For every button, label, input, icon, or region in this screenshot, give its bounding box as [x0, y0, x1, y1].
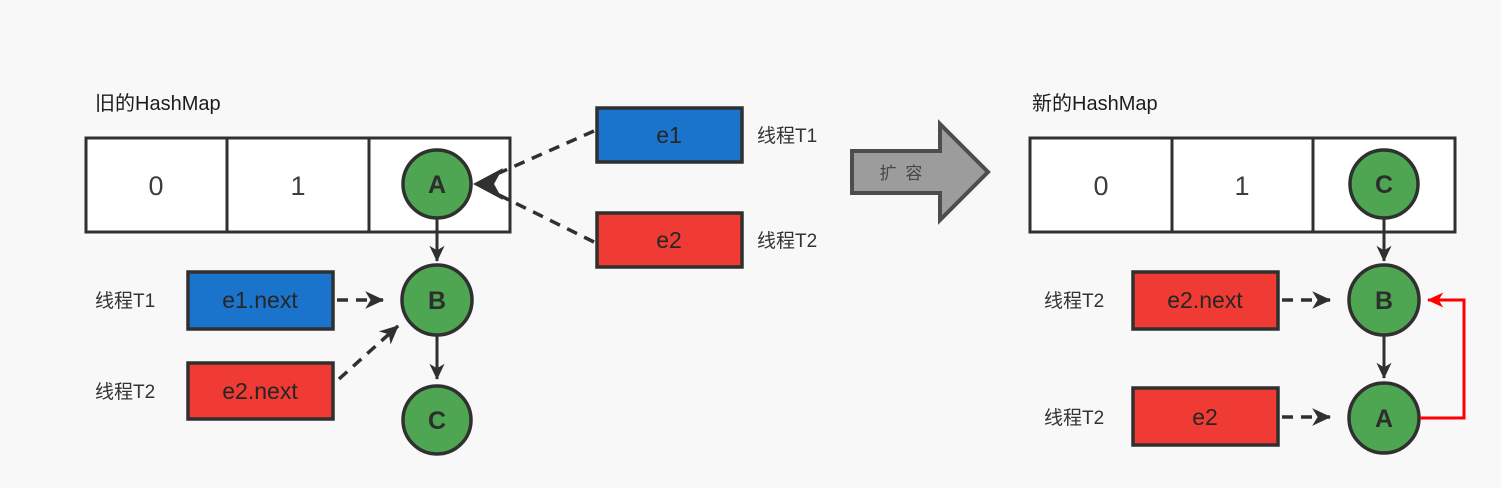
e2-next-box-label: e2.next	[222, 378, 298, 404]
new-hashmap-title: 新的HashMap	[1032, 92, 1158, 115]
new-node-b	[1347, 263, 1421, 337]
new-e2-box	[1131, 386, 1280, 447]
old-node-c-label: C	[428, 407, 446, 435]
old-bucket-1-label: 1	[290, 171, 305, 201]
new-node-c-label: C	[1375, 171, 1393, 199]
new-bucket-0-label: 0	[1093, 171, 1108, 201]
new-e2-box-label: e2	[1192, 404, 1218, 430]
new-e2-next-box	[1131, 270, 1280, 331]
dashed-arrow-e2next-to-b	[337, 324, 400, 381]
new-bucket-1-label: 1	[1234, 171, 1249, 201]
new-e2-thread-label: 线程T2	[1044, 407, 1104, 429]
old-node-c	[401, 384, 473, 456]
e1-next-box-label: e1.next	[222, 287, 298, 313]
e1-next-thread-label: 线程T1	[95, 290, 155, 312]
old-node-a	[401, 148, 473, 220]
new-node-a-label: A	[1375, 405, 1393, 433]
old-node-b	[400, 263, 474, 337]
old-bucket-0-label: 0	[148, 171, 163, 201]
old-node-a-label: A	[428, 171, 446, 199]
old-hashmap-title: 旧的HashMap	[95, 92, 221, 115]
e2-thread-label: 线程T2	[757, 230, 817, 252]
expand-arrow-shape	[850, 119, 991, 225]
e1-thread-label: 线程T1	[757, 125, 817, 147]
expand-arrow-label: 扩 容	[880, 164, 925, 183]
old-hashmap-section: 旧的HashMap 0 1 A B C e1 线程T1 e2	[84, 92, 817, 456]
e1-box	[595, 106, 744, 164]
converging-arrowhead-at-a	[473, 168, 503, 200]
new-e2-next-box-label: e2.next	[1167, 287, 1243, 313]
e2-next-box	[186, 361, 335, 421]
expand-arrow-group: 扩 容	[850, 119, 991, 225]
e1-box-label: e1	[656, 122, 682, 148]
dashed-arrow-e2-to-a	[498, 193, 595, 244]
e1-next-box	[186, 270, 335, 331]
new-hashmap-section: 新的HashMap 0 1 C B A 线程T2 e2.next	[1028, 92, 1466, 455]
e2-box	[595, 211, 744, 269]
new-e2-next-thread-label: 线程T2	[1044, 290, 1104, 312]
e2-next-thread-label: 线程T2	[95, 381, 155, 403]
new-node-a	[1347, 381, 1421, 455]
dashed-arrow-e1-to-a	[498, 129, 595, 175]
red-cycle-arrow-a-to-b	[1420, 292, 1466, 420]
old-node-b-label: B	[428, 287, 446, 315]
new-node-c	[1348, 148, 1420, 220]
new-node-b-label: B	[1375, 287, 1393, 315]
e2-box-label: e2	[656, 227, 682, 253]
